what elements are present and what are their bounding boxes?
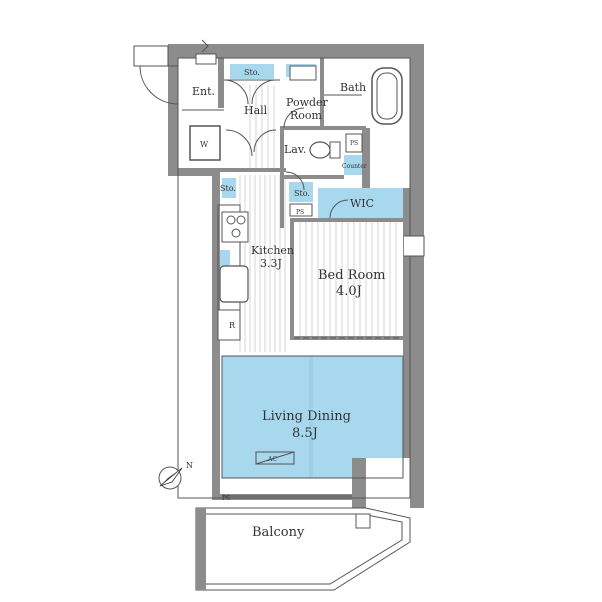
bedroom-stripes: [299, 222, 397, 340]
wic-door: [329, 199, 349, 219]
wall-bed-bottom: [290, 336, 404, 340]
bathtub: [371, 67, 403, 125]
label-bedroom-size: 4.0J: [336, 284, 362, 299]
bedroom-area: [289, 199, 425, 339]
label-storage-bed: Sto.: [294, 189, 310, 198]
storage-top-floor: [230, 64, 274, 79]
label-living-size: 8.5J: [292, 426, 318, 441]
ps-top-box: [345, 133, 363, 153]
entrance-area: [133, 39, 277, 161]
label-wic: WIC: [350, 197, 374, 210]
label-bath: Bath: [340, 81, 366, 94]
wic-floor: [318, 188, 404, 218]
label-washer: W: [200, 140, 209, 149]
label-ps-bed: PS: [296, 209, 304, 216]
shoe-box: [195, 53, 217, 65]
wall-bed-left: [290, 218, 294, 340]
powder-sink: [289, 65, 317, 81]
entrance-icon: [201, 39, 209, 53]
burner-3: [231, 228, 241, 238]
wall-top: [168, 44, 424, 58]
label-ps-bottom: PS: [222, 495, 230, 502]
north-arrow-icon: N: [158, 461, 193, 490]
label-kitchen: Kitchen: [251, 244, 294, 257]
label-kitchen-size: 3.3J: [260, 257, 282, 270]
label-living: Living Dining: [262, 409, 351, 424]
hall-door-swing-4: [253, 129, 277, 153]
powder-door: [283, 107, 305, 129]
toilet-tank: [329, 141, 341, 159]
balcony-area: [195, 507, 411, 591]
wall-entrance-inner: [218, 58, 224, 108]
wall-kitchen-top: [218, 168, 286, 172]
ps-bed-box: [289, 203, 313, 217]
label-counter: Counter: [342, 163, 367, 170]
balcony-post-left: [196, 508, 206, 590]
storage-kitchen-floor: [222, 178, 236, 198]
fridge-box: [217, 309, 241, 341]
kitchen-sink: [219, 265, 249, 303]
label-lavatory: Lav.: [284, 143, 306, 156]
hall-door-swing-1: [223, 79, 249, 105]
label-storage-kitchen: Sto.: [220, 184, 236, 193]
label-hall: Hall: [244, 104, 268, 117]
entrance-door-swing: [139, 65, 179, 105]
walls: [168, 44, 424, 508]
living-stripes: [309, 356, 313, 478]
wall-powder-bottom: [280, 126, 366, 130]
wall-left-lower: [212, 172, 220, 498]
hall-door-swing-2: [251, 79, 277, 105]
bathtub-inner: [376, 72, 398, 120]
svg-text:N: N: [186, 461, 193, 470]
label-powder-1: Powder: [286, 96, 329, 109]
label-ac: AC: [267, 456, 277, 463]
storage-bed-floor: [289, 182, 313, 202]
outline-living: [221, 355, 404, 479]
kitchen-door-swing: [285, 171, 305, 191]
labels: Ent. Hall Sto. Powder Room Bath W Lav. P…: [192, 68, 385, 540]
wall-bottom: [212, 494, 352, 500]
wall-left-upper: [168, 44, 178, 174]
ac-unit: [255, 451, 295, 465]
hall-stripes: [249, 85, 275, 170]
wall-left-step: [168, 168, 220, 176]
kitchen-area: [217, 171, 305, 341]
label-entrance: Ent.: [192, 85, 215, 98]
burner-2: [236, 215, 246, 225]
wet-area: [283, 65, 403, 159]
toilet: [309, 141, 331, 159]
wall-bottom-right: [352, 458, 366, 508]
entrance-step: [133, 45, 169, 67]
label-balcony: Balcony: [252, 525, 305, 540]
stove: [221, 211, 249, 243]
outline-interior: [177, 57, 411, 499]
wall-lav-left: [280, 128, 284, 228]
living-area: [222, 451, 352, 497]
label-bedroom: Bed Room: [318, 268, 385, 283]
balcony-floor: [196, 508, 410, 590]
counter-floor: [344, 155, 362, 175]
wall-right: [403, 44, 424, 508]
balcony-post: [355, 513, 371, 529]
hall-door-swing-3: [225, 129, 253, 157]
label-storage-top: Sto.: [244, 68, 260, 77]
wall-bed-top: [290, 218, 404, 222]
label-fridge: R: [229, 321, 236, 330]
window-right: [404, 235, 425, 257]
label-powder-2: Room: [290, 109, 323, 122]
label-ps-top: PS: [350, 140, 358, 147]
burner-1: [226, 215, 236, 225]
wall-right-upper-wet: [362, 128, 370, 188]
wall-lav-bottom: [284, 175, 344, 179]
washer-box: [189, 125, 221, 161]
wall-bath-left: [320, 58, 324, 128]
